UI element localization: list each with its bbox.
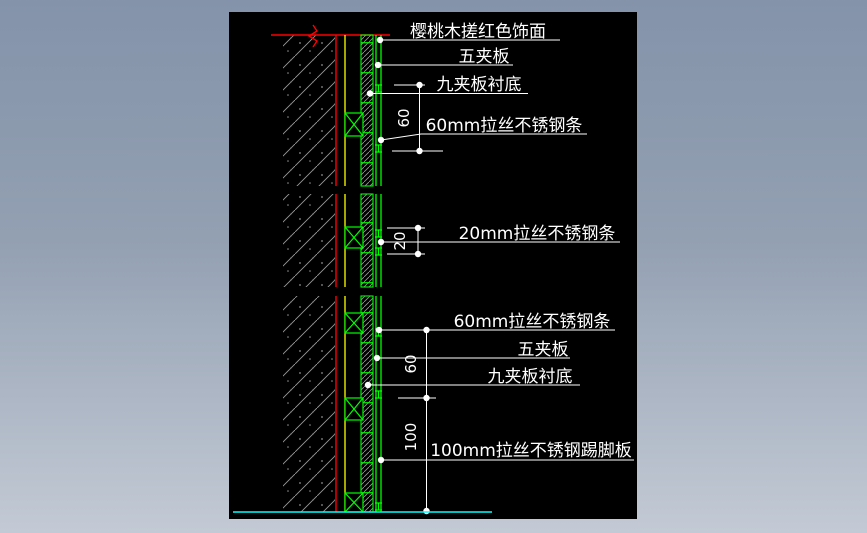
dot-steel20 — [377, 238, 385, 246]
label-steel-strip-60-bot: 60mm拉丝不锈钢条 — [454, 312, 611, 332]
plywood-backing-strip — [360, 34, 374, 513]
dot-dim60bot-a — [423, 326, 430, 334]
batten-2 — [344, 226, 364, 249]
batten-4 — [344, 397, 364, 421]
wall-hatch-segment-3 — [283, 296, 335, 512]
dim-text-60-bottom: 60 — [402, 354, 420, 373]
notch-20-lower — [375, 247, 382, 256]
dot-dim20-a — [414, 224, 422, 232]
notch-20-upper — [375, 229, 382, 238]
dot-steel60-top — [377, 136, 385, 144]
label-steel-strip-60-top: 60mm拉丝不锈钢条 — [426, 116, 583, 136]
face-finish-lines — [375, 35, 382, 512]
notch-skirting-lower — [375, 502, 382, 511]
dot-plywood5-bottom — [373, 354, 381, 362]
label-finish-face: 樱桃木搓红色饰面 — [410, 22, 546, 42]
notch-60top-upper — [375, 84, 382, 93]
dot-finish-face — [376, 36, 384, 44]
wall-section-detail-drawing: 樱桃木搓红色饰面 五夹板 九夹板衬底 60mm拉丝不锈钢条 20mm拉丝不锈钢条… — [233, 22, 634, 515]
label-skirting-100: 100mm拉丝不锈钢踢脚板 — [430, 441, 632, 461]
wall-hatch-segment-1 — [283, 35, 335, 186]
label-plywood5-bottom: 五夹板 — [518, 340, 569, 360]
dim-text-100: 100 — [402, 423, 420, 452]
wall-hatch-segment-2 — [283, 194, 335, 287]
dot-dim20-b — [414, 250, 422, 258]
label-plywood5-top: 五夹板 — [459, 47, 510, 67]
dot-plywood5-top — [374, 61, 382, 69]
timber-battens — [344, 112, 364, 513]
dimension-lines — [387, 84, 443, 511]
notch-60bot-lower — [375, 390, 382, 399]
backing-strip-joints-2 — [361, 194, 373, 287]
dim-text-20: 20 — [391, 231, 409, 250]
label-plywood9-bottom: 九夹板衬底 — [488, 367, 573, 387]
dot-plywood9-top — [366, 90, 374, 97]
dot-skirting — [377, 456, 385, 464]
backing-strip-joints-1 — [361, 35, 373, 186]
batten-1 — [344, 112, 364, 137]
leader-dots — [364, 36, 430, 515]
cad-drawing-canvas: 樱桃木搓红色饰面 五夹板 九夹板衬底 60mm拉丝不锈钢条 20mm拉丝不锈钢条… — [229, 12, 637, 519]
break-symbol-icon — [307, 24, 318, 48]
dimension-texts: 60 20 60 100 — [391, 108, 420, 451]
dot-dim60top-b — [416, 147, 423, 155]
backing-strip-joints-3 — [361, 296, 373, 512]
wall-hatch — [283, 35, 335, 512]
leader-steel60-top — [380, 133, 587, 141]
dot-dim60bot-b — [423, 394, 430, 402]
dot-dim100-floor — [423, 507, 430, 515]
dot-dim60top-a — [416, 81, 423, 89]
label-steel-strip-20: 20mm拉丝不锈钢条 — [459, 224, 616, 244]
dot-plywood9-bottom — [364, 381, 372, 389]
dot-steel60-bottom — [375, 326, 383, 334]
leader-lines — [368, 39, 634, 461]
callout-texts: 樱桃木搓红色饰面 五夹板 九夹板衬底 60mm拉丝不锈钢条 20mm拉丝不锈钢条… — [410, 22, 632, 461]
label-plywood9-top: 九夹板衬底 — [437, 75, 522, 95]
batten-3 — [344, 312, 364, 334]
dim-text-60-top: 60 — [395, 108, 413, 127]
notch-60top-lower — [375, 144, 382, 153]
batten-5 — [344, 492, 364, 513]
